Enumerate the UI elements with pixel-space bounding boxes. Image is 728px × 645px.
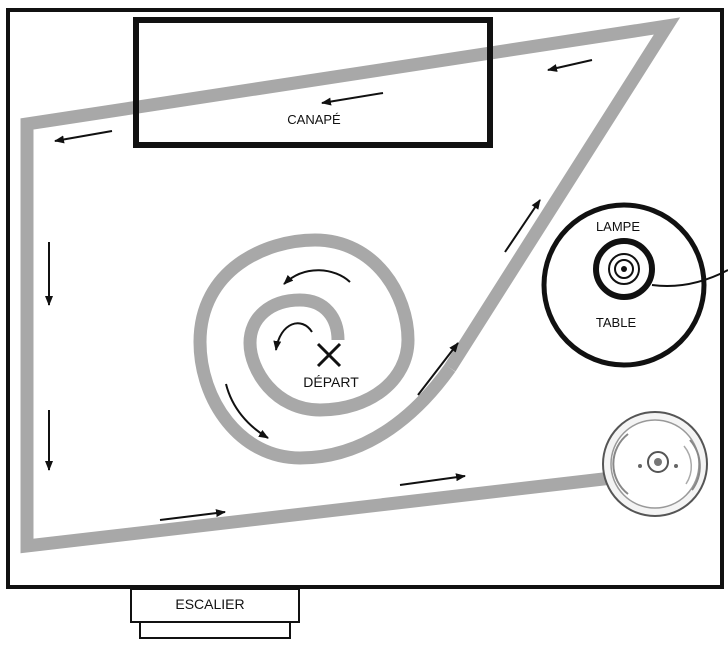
lamp-label: LAMPE [596, 219, 640, 234]
arrow-icon [417, 342, 459, 396]
sofa [133, 17, 493, 148]
arrow-icon [273, 322, 313, 351]
arrow-icon [321, 92, 384, 106]
sofa-label: CANAPÉ [287, 112, 341, 127]
room-wall [6, 8, 724, 589]
arrow-icon [159, 509, 226, 521]
cleaning-path-spiral [193, 233, 456, 465]
lamp-icon [593, 238, 728, 300]
arrow-icon [547, 59, 593, 72]
arrow-icon [399, 473, 466, 486]
cleaning-path-outer [20, 17, 681, 554]
table-label: TABLE [596, 315, 637, 330]
arrow-icon [283, 269, 351, 285]
stairs-label: ESCALIER [175, 596, 244, 612]
robot-vacuum-icon [602, 411, 708, 517]
staircase [130, 588, 300, 639]
start-x-icon [316, 342, 342, 368]
arrow-icon [504, 199, 541, 253]
arrow-icon [225, 383, 269, 439]
start-label: DÉPART [303, 374, 359, 390]
arrow-icon [54, 130, 113, 144]
